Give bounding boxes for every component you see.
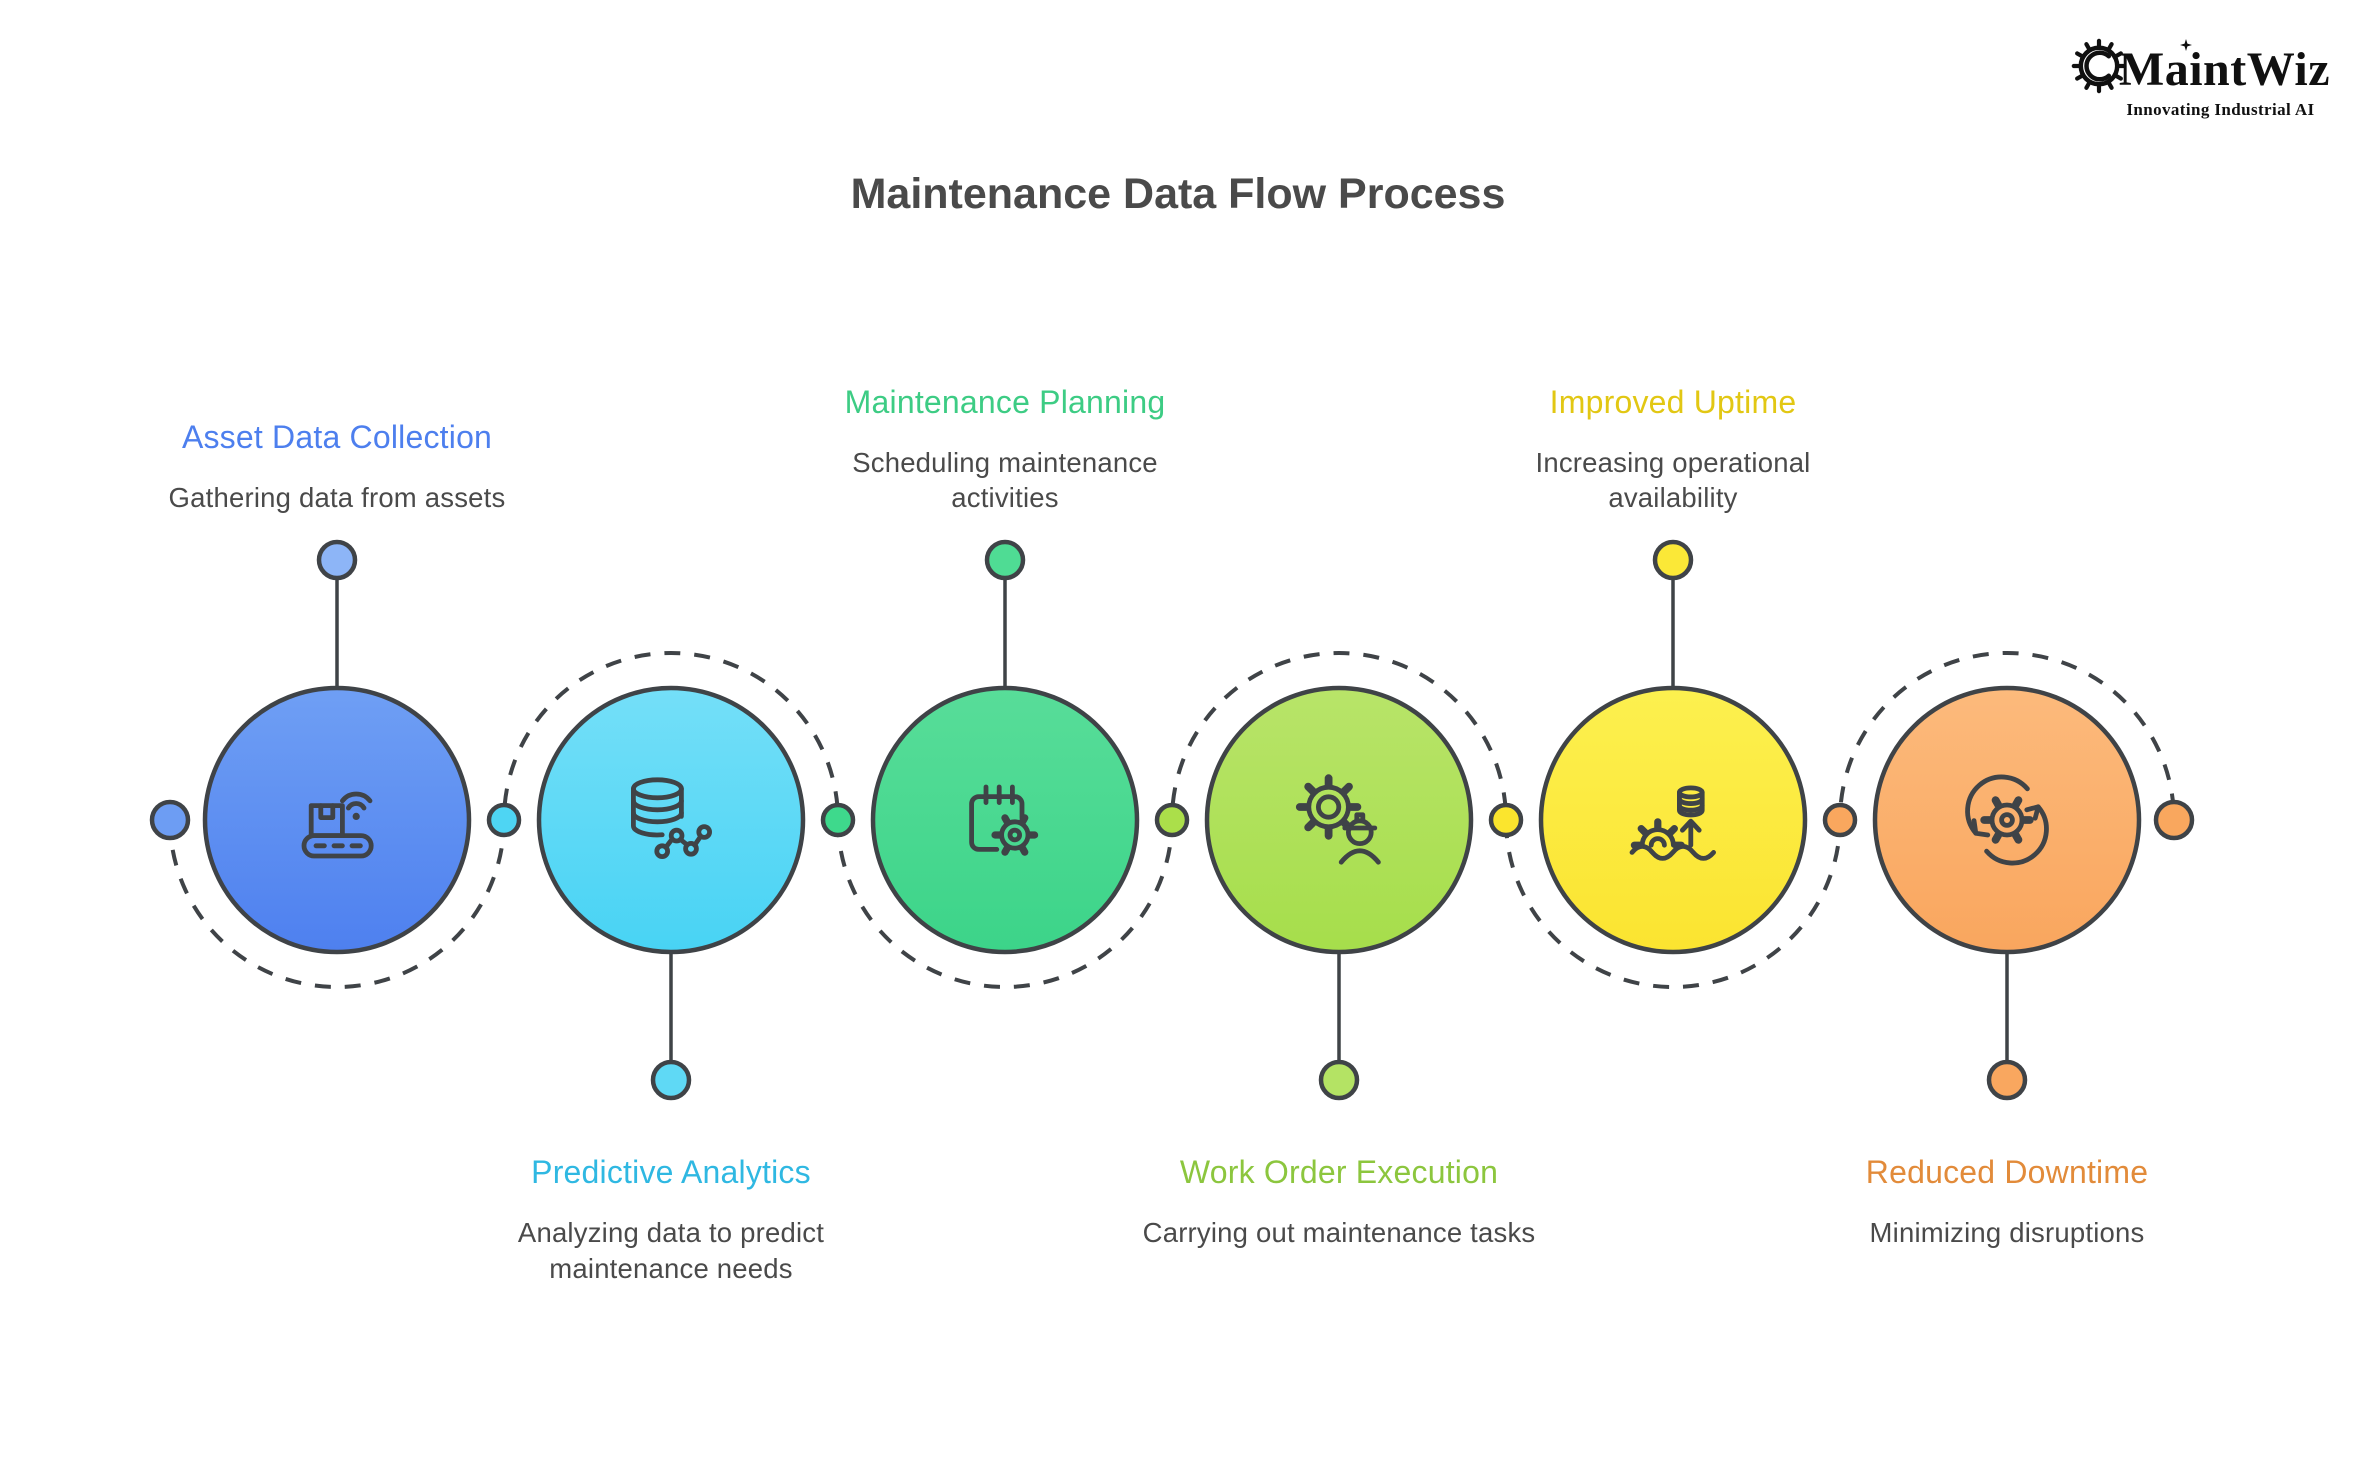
database-network-icon [631,777,713,860]
connector-dot [820,802,856,838]
connector-dot [1822,802,1858,838]
node-label-maintenance-planning: Maintenance Planning Scheduling maintena… [755,384,1255,517]
node-circle-reduced-downtime [1872,685,2142,955]
node-title: Reduced Downtime [1865,1154,2149,1190]
gear-worker-icon [1295,774,1381,865]
logo: MaintWiz Innovating Industrial AI [2071,38,2330,120]
node-title: Maintenance Planning [844,383,1166,420]
stem-dot [316,539,358,581]
node-circle-work-order-execution [1204,685,1474,955]
node-label-reduced-downtime: Reduced Downtime Minimizing disruptions [1757,1154,2257,1251]
refresh-gear-icon [1965,774,2049,866]
node-circle-improved-uptime [1538,685,1808,955]
node-subtitle: Scheduling maintenance activities [852,446,1158,514]
stem-dot [1986,1059,2028,1101]
node-circle-asset-data-collection [202,685,472,955]
conveyor-wifi-icon [301,791,374,859]
logo-tagline: Innovating Industrial AI [2126,100,2315,119]
gear-icon [2071,38,2127,93]
sparkle-icon [2179,39,2192,51]
node-label-improved-uptime: Improved Uptime Increasing operational a… [1423,384,1923,517]
stem-dot [984,539,1026,581]
node-subtitle: Analyzing data to predict maintenance ne… [517,1217,825,1284]
calendar-gear-icon [969,784,1039,856]
connector-dot [486,802,522,838]
node-subtitle: Gathering data from assets [168,482,506,514]
logo-wordmark: MaintWiz [2118,43,2330,96]
node-subtitle: Increasing operational availability [1535,446,1811,514]
stem-dot [650,1059,692,1101]
node-title: Work Order Execution [1179,1154,1499,1190]
connector-end-dot [2153,799,2195,841]
connector-end-dot [149,799,191,841]
node-title: Predictive Analytics [531,1154,811,1190]
stem-dot [1652,539,1694,581]
uptime-gear-icon [1629,785,1717,861]
logo-row: MaintWiz [2071,38,2330,97]
node-label-work-order-execution: Work Order Execution Carrying out mainte… [1089,1154,1589,1251]
connector-dot [1488,802,1524,838]
node-label-predictive-analytics: Predictive Analytics Analyzing data to p… [421,1154,921,1287]
connector-dot [1154,802,1190,838]
node-subtitle: Minimizing disruptions [1869,1217,2145,1248]
node-label-asset-data-collection: Asset Data Collection Gathering data fro… [87,419,587,516]
node-subtitle: Carrying out maintenance tasks [1142,1217,1536,1248]
page-title: Maintenance Data Flow Process [850,170,1506,218]
node-title: Asset Data Collection [181,419,493,456]
node-title: Improved Uptime [1549,383,1797,420]
stem-dot [1318,1059,1360,1101]
